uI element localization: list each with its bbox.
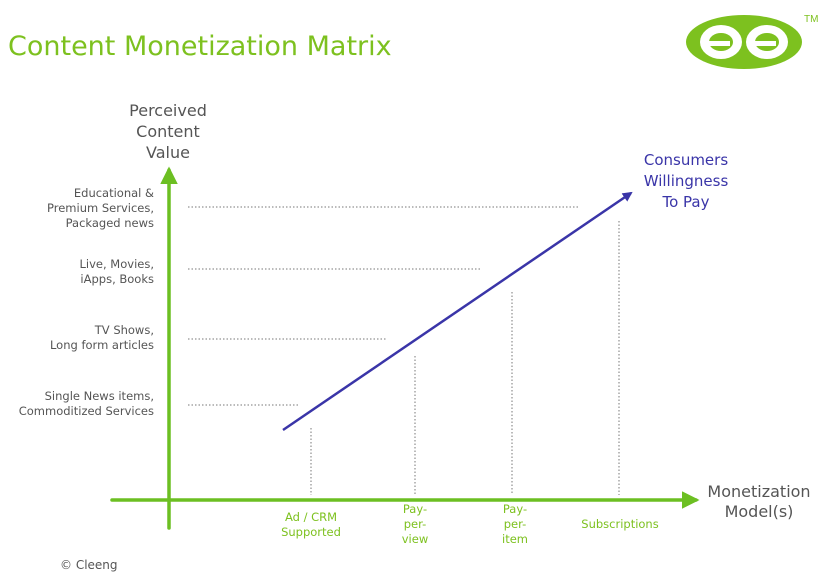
- y-level-line: iApps, Books: [80, 272, 154, 286]
- cleeng-logo-icon: TM: [686, 14, 818, 69]
- trademark-label: TM: [804, 14, 818, 25]
- x-level-label: Pay- per- item: [485, 502, 545, 547]
- y-level-line: Educational &: [73, 186, 154, 200]
- y-axis-title-line: Value: [146, 143, 190, 162]
- x-level-line: Pay-: [502, 502, 528, 516]
- y-level-line: Single News items,: [44, 389, 154, 403]
- x-level-label: Ad / CRM Supported: [270, 510, 352, 540]
- x-level-line: Subscriptions: [581, 517, 659, 531]
- trend-label: Consumers Willingness To Pay: [622, 150, 750, 213]
- trend-label-line: Consumers: [643, 151, 729, 169]
- copyright-notice: © Cleeng: [60, 558, 118, 572]
- y-level-line: Live, Movies,: [79, 257, 154, 271]
- y-axis-title: Perceived Content Value: [96, 100, 240, 163]
- x-level-line: Pay-: [402, 502, 428, 516]
- x-level-label: Subscriptions: [570, 517, 670, 532]
- page-title: Content Monetization Matrix: [8, 31, 392, 62]
- y-level-label: TV Shows, Long form articles: [50, 323, 154, 353]
- x-level-line: per-: [403, 517, 427, 531]
- y-axis-title-line: Perceived: [129, 101, 207, 120]
- x-axis-title-line: Monetization: [707, 482, 811, 501]
- x-axis-title-line: Model(s): [724, 502, 794, 521]
- trend-label-line: Willingness: [643, 172, 729, 190]
- trend-arrow: [282, 191, 633, 432]
- y-level-line: TV Shows,: [94, 323, 154, 337]
- x-axis-title: Monetization Model(s): [696, 482, 822, 522]
- y-level-label: Live, Movies, iApps, Books: [80, 257, 154, 287]
- x-level-label: Pay- per- view: [385, 502, 445, 547]
- y-axis-title-line: Content: [136, 122, 200, 141]
- y-level-line: Packaged news: [65, 216, 154, 230]
- y-level-label: Single News items, Commoditized Services: [19, 389, 154, 419]
- trend-label-line: To Pay: [662, 193, 710, 211]
- x-level-line: item: [502, 532, 528, 546]
- y-level-line: Premium Services,: [47, 201, 154, 215]
- y-level-label: Educational & Premium Services, Packaged…: [47, 186, 154, 231]
- x-level-line: view: [401, 532, 429, 546]
- y-level-line: Commoditized Services: [18, 404, 154, 418]
- x-level-line: Ad / CRM: [284, 510, 338, 524]
- y-level-line: Long form articles: [49, 338, 154, 352]
- x-level-line: per-: [503, 517, 527, 531]
- x-level-line: Supported: [281, 525, 341, 539]
